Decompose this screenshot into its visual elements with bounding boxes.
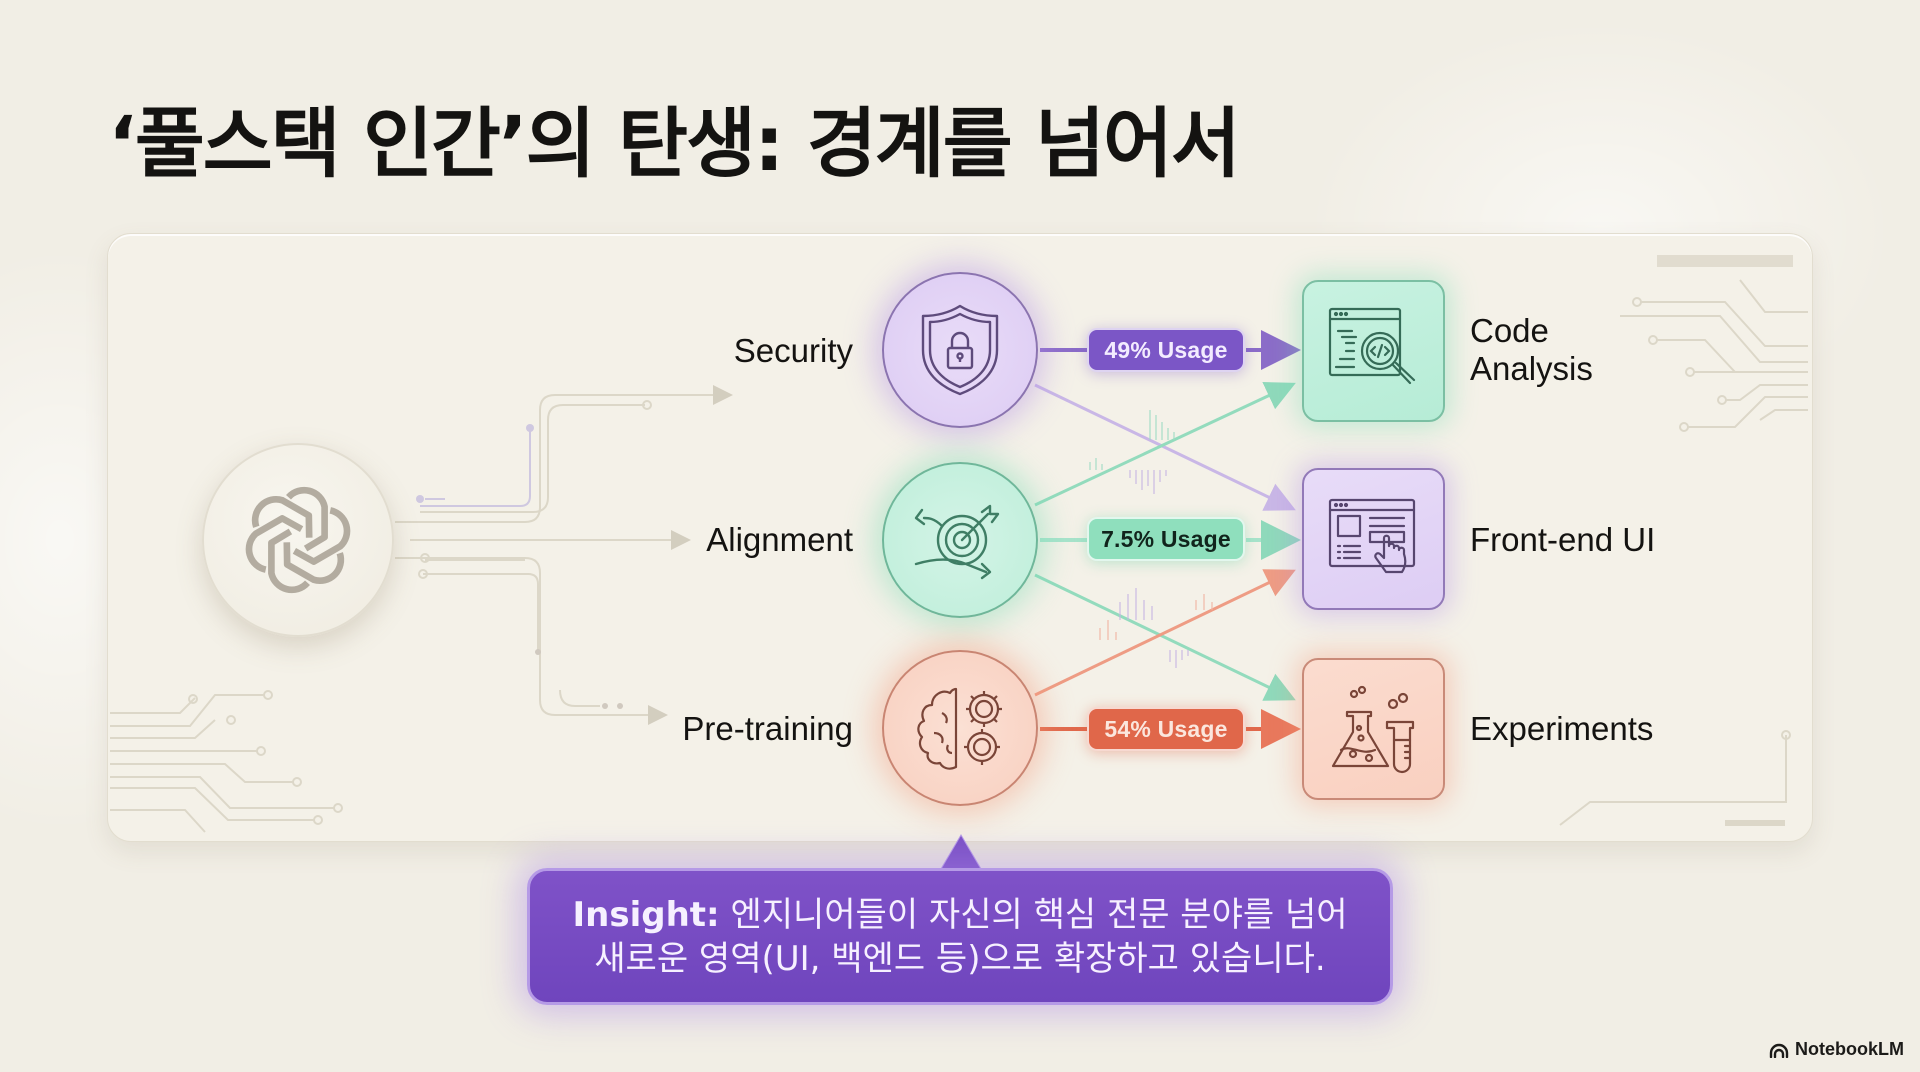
target-label-line1: Code — [1470, 312, 1549, 349]
experiments-node — [1302, 658, 1445, 800]
insight-text-1: 엔지니어들이 자신의 핵심 전문 분야를 넘어 — [730, 894, 1348, 935]
source-label-pre-training: Pre-training — [682, 710, 853, 747]
target-label-code-analysis: Code Analysis — [1470, 312, 1593, 388]
code-analysis-node — [1302, 280, 1445, 422]
pre-training-node — [882, 650, 1038, 806]
insight-line-1: Insight: 엔지니어들이 자신의 핵심 전문 분야를 넘어 — [572, 893, 1347, 937]
alignment-node — [882, 462, 1038, 618]
brand-label: NotebookLM — [1795, 1039, 1904, 1059]
front-end-ui-node — [1302, 468, 1445, 610]
notebooklm-logo-icon — [1769, 1043, 1789, 1058]
center-logo-node — [202, 443, 394, 637]
target-label-experiments: Experiments — [1470, 710, 1654, 747]
openai-logo-icon — [241, 486, 355, 597]
security-node — [882, 272, 1038, 428]
target-label-front-end-ui: Front-end UI — [1470, 521, 1656, 558]
source-label-security: Security — [733, 332, 853, 369]
brain-gears-icon — [917, 687, 1002, 770]
callout-pointer — [941, 836, 981, 870]
target-arrows-icon — [914, 504, 1000, 580]
code-search-icon — [1328, 307, 1415, 385]
page-title: ‘풀스택 인간’의 탄생: 경계를 넘어서 — [108, 99, 1241, 188]
insight-callout: Insight: 엔지니어들이 자신의 핵심 전문 분야를 넘어 새로운 영역(… — [527, 868, 1393, 1005]
web-ui-click-icon — [1328, 498, 1415, 574]
usage-badge-security: 49% Usage — [1087, 328, 1245, 372]
target-label-line2: Analysis — [1470, 350, 1593, 387]
insight-label: Insight: — [572, 894, 720, 935]
usage-badge-pre-training: 54% Usage — [1087, 707, 1245, 751]
lab-flask-icon — [1331, 685, 1414, 774]
usage-badge-alignment: 7.5% Usage — [1087, 517, 1245, 561]
source-label-alignment: Alignment — [706, 521, 853, 558]
insight-text-2: 새로운 영역(UI, 백엔드 등)으로 확장하고 있습니다. — [594, 938, 1326, 979]
shield-lock-icon — [921, 304, 999, 396]
notebooklm-brand: NotebookLM — [1769, 1039, 1904, 1060]
